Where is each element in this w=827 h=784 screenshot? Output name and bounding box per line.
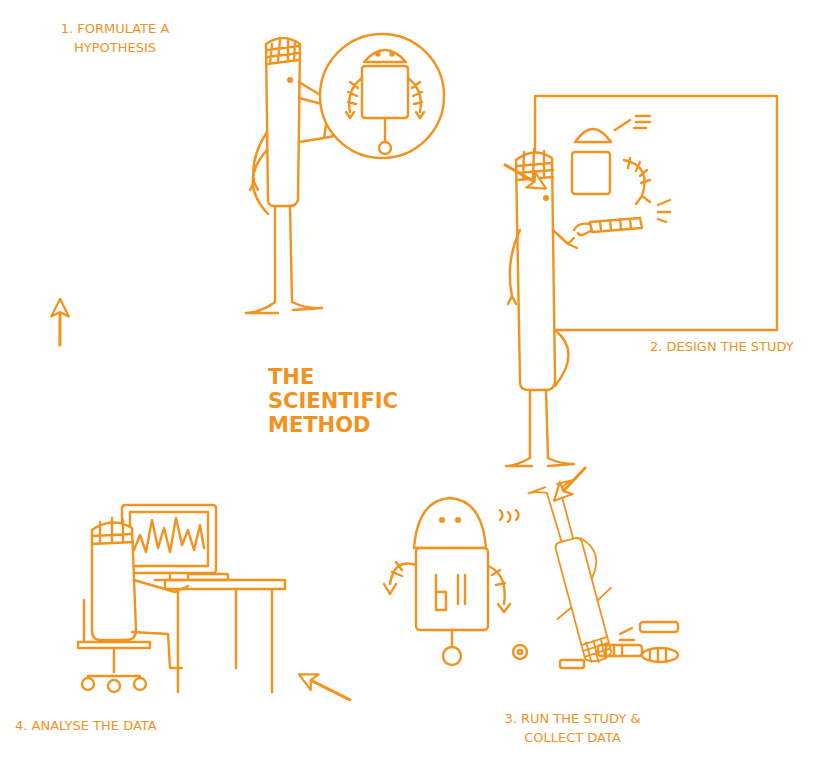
board-outline <box>535 96 777 330</box>
robot-leg <box>384 118 386 142</box>
sketch-body <box>572 152 610 194</box>
cycle-arrow <box>505 165 545 188</box>
sketch-leg <box>574 218 642 235</box>
step-label: 2. DESIGN THE STUDY <box>650 338 825 357</box>
designer-belly <box>555 330 569 386</box>
designer-feet <box>506 458 574 466</box>
designer-hair <box>517 149 553 180</box>
designer-eye <box>544 196 548 200</box>
part-stripes <box>606 645 622 656</box>
robot-parts <box>513 622 678 668</box>
design-board <box>535 96 777 330</box>
sketch-notes <box>615 116 650 130</box>
robot-eye <box>391 53 394 56</box>
researcher-belly <box>581 536 601 579</box>
chair-wheel <box>134 678 146 690</box>
designer-arm <box>508 230 520 304</box>
robot-spark <box>500 510 519 522</box>
robot-panel <box>436 575 465 610</box>
scientist-body <box>266 38 300 206</box>
robot-leg <box>451 630 453 647</box>
thought-bubble <box>320 34 444 158</box>
keyboard <box>188 574 228 580</box>
part-nut <box>518 650 522 654</box>
robot-body <box>362 66 408 118</box>
scientist-feet <box>246 302 322 313</box>
designer-legs <box>530 390 548 458</box>
part-stripes <box>650 648 666 662</box>
scientist-arm <box>250 132 267 190</box>
step-region: 1. FORMULATE A HYPOTHESIS <box>15 10 505 300</box>
desk-legs <box>178 589 272 692</box>
sketch-arm <box>624 158 650 204</box>
screen-chart <box>134 518 204 552</box>
robot-body <box>416 548 488 630</box>
robot-eye <box>440 518 444 522</box>
monitor-stand <box>155 573 185 580</box>
researcher-figure <box>524 477 629 669</box>
chair-wheel <box>82 678 94 690</box>
scientist-hair <box>267 40 299 64</box>
step-label: 4. ANALYSE THE DATA <box>15 717 255 736</box>
analyst-body <box>92 522 136 640</box>
part-block <box>560 660 584 668</box>
robot-arms <box>384 562 510 612</box>
robot-wheel <box>379 142 391 154</box>
robot-head <box>414 498 486 548</box>
analyst-arm <box>134 580 188 592</box>
scientist-eye <box>288 78 292 82</box>
sketch-notes <box>658 200 670 222</box>
step-region: 3. RUN THE STUDY & COLLECT DATA <box>350 500 680 780</box>
designer-arm <box>553 230 577 248</box>
diagram-title: THE SCIENTIFIC METHOD <box>268 365 418 437</box>
analyst-hair <box>92 518 133 544</box>
part-claw <box>620 628 634 640</box>
robot <box>384 498 519 665</box>
researcher-legs <box>547 489 573 542</box>
part-bar <box>598 645 642 656</box>
robot-eye <box>456 518 460 522</box>
researcher-arms <box>553 588 615 619</box>
chair-wheel <box>108 680 120 692</box>
monitor <box>122 505 216 573</box>
step-region: 2. DESIGN THE STUDY <box>490 188 810 468</box>
part-bar <box>640 622 678 632</box>
designer-figure <box>506 149 577 466</box>
scientist-legs <box>275 206 292 302</box>
monitor-screen <box>130 512 208 566</box>
cycle-arrow <box>555 468 585 500</box>
bubble-outline <box>320 34 444 158</box>
robot-wheel <box>443 647 461 665</box>
part-nut <box>513 645 527 659</box>
robot-eye <box>377 53 380 56</box>
robot-arms <box>346 78 424 118</box>
designer-body <box>516 152 555 390</box>
chair <box>78 600 150 676</box>
researcher-feet <box>528 479 577 498</box>
part-coil <box>642 648 678 662</box>
step-label: 1. FORMULATE A HYPOTHESIS <box>55 20 175 58</box>
step-region: 4. ANALYSE THE DATA <box>10 345 300 770</box>
step-label: 3. RUN THE STUDY & COLLECT DATA <box>500 710 645 748</box>
analyst-legs <box>132 632 182 668</box>
cycle-arrow <box>58 300 61 345</box>
analysis-desk <box>78 505 285 692</box>
robot-head <box>364 50 406 62</box>
cycle-arrow <box>300 675 350 700</box>
sketch-head <box>575 129 611 142</box>
